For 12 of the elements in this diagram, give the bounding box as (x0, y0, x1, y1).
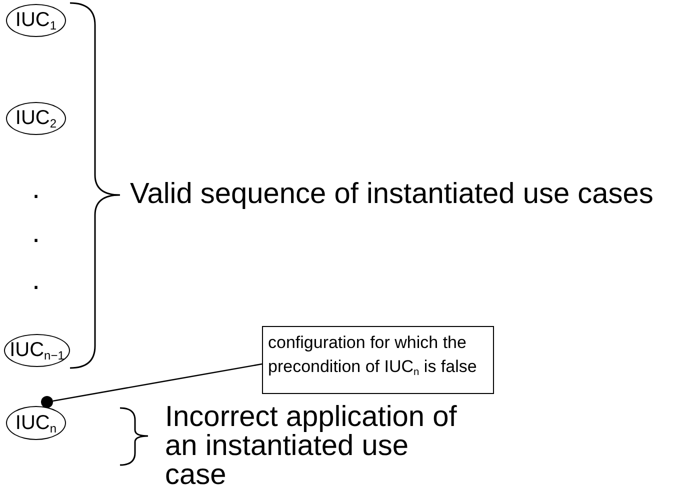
use-case-ellipse: IUC$_{n−1}$ (4, 334, 70, 367)
note-box: configuration for which the precondition of IUC$_{n}$ is false (262, 326, 494, 394)
ellipsis-dot: . (32, 219, 42, 248)
state-dot (41, 396, 53, 408)
leader-line (52, 363, 262, 402)
use-case-ellipse: IUC$_{n}$ (6, 406, 66, 440)
brace-label: Valid sequence of instantiated use cases (130, 180, 654, 209)
use-case-ellipse: IUC$_{2}$ (6, 102, 66, 135)
ellipsis-dot: . (32, 266, 42, 295)
ellipsis-dot: . (32, 175, 42, 204)
brace-label: Incorrect application of an instantiated use case (165, 403, 458, 490)
use-case-ellipse: IUC$_{1}$ (6, 4, 66, 37)
